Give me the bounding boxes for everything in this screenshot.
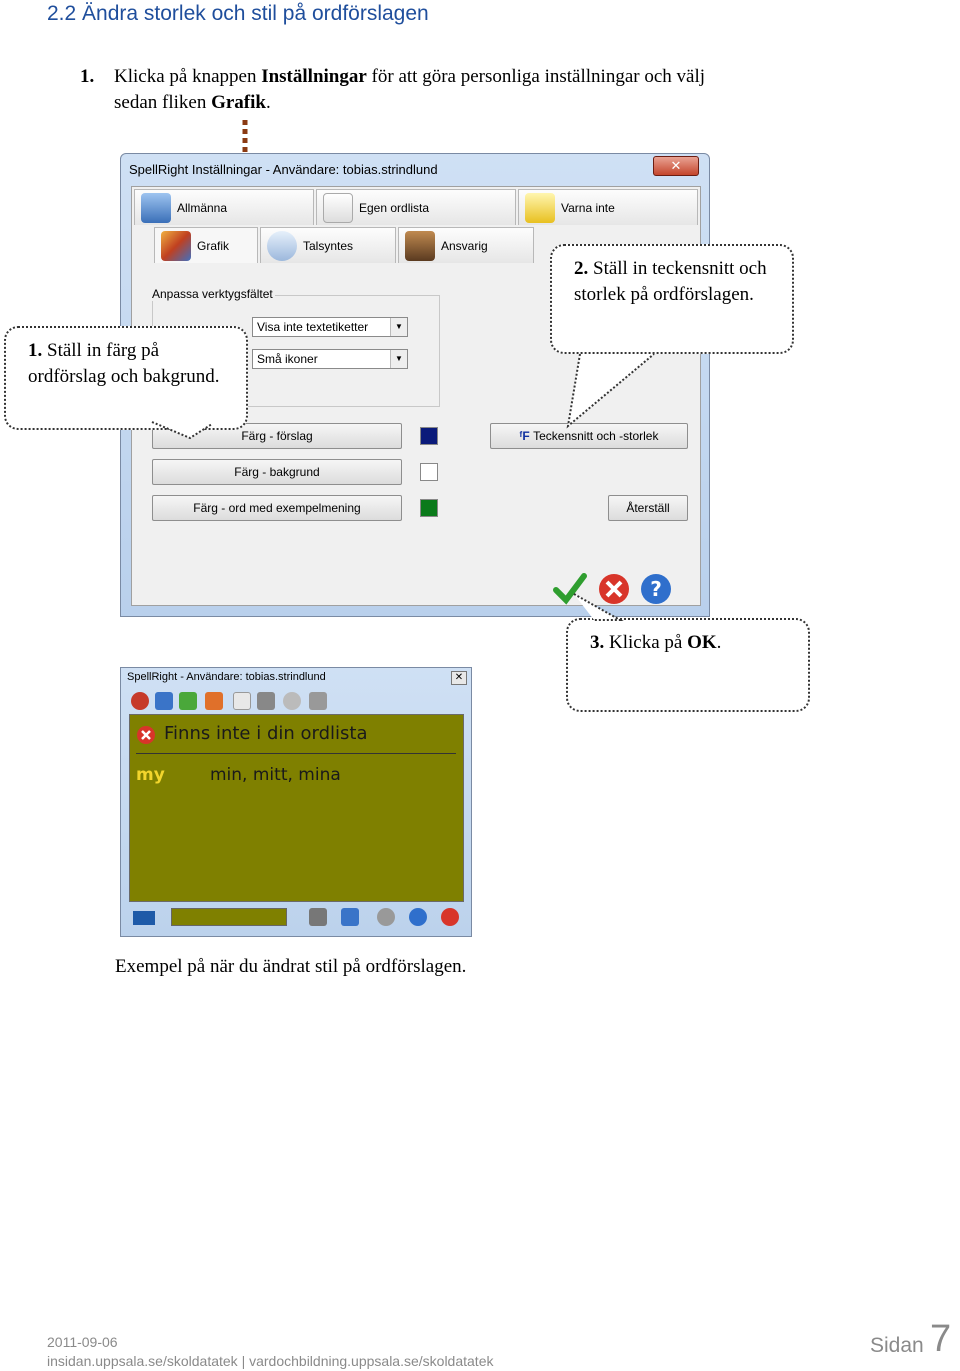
callout-number: 2. [574, 258, 589, 279]
page-number: 7 [930, 1318, 952, 1360]
document-check-icon [323, 192, 353, 223]
step-bold-settings: Inställningar [261, 66, 367, 87]
ignore-icon[interactable] [257, 692, 275, 710]
callout-pointer [151, 421, 213, 440]
step-text-end: . [265, 92, 271, 113]
tab-label: Ansvarig [441, 238, 488, 253]
error-icon [137, 726, 155, 744]
dialog-title: SpellRight Inställningar - Användare: to… [129, 162, 438, 177]
clipboard-icon [141, 192, 171, 223]
step-bold-grafik: Grafik [211, 92, 266, 113]
close-button[interactable]: ✕ [451, 671, 467, 685]
chevron-down-icon: ▼ [390, 318, 407, 336]
icon-size-dropdown[interactable]: Små ikoner ▼ [252, 349, 408, 369]
text-labels-dropdown[interactable]: Visa inte textetiketter ▼ [252, 317, 408, 337]
help-question-icon[interactable]: ? [639, 572, 673, 606]
step-text-pre: Klicka på knappen [114, 66, 262, 87]
step-text-line2: sedan fliken [114, 92, 212, 113]
callout-step-1: 1. Ställ in färg på ordförslag och bakgr… [4, 326, 248, 430]
callout-text: Ställ in teckensnitt och storlek på ordf… [574, 258, 767, 305]
font-size-button[interactable]: ᶠF Teckensnitt och -storlek [490, 423, 688, 449]
arrow-right-icon[interactable] [179, 692, 197, 710]
suggestion-list[interactable]: min, mitt, mina [210, 765, 341, 785]
callout-text-post: . [716, 632, 722, 653]
instruction-step-1: 1. Klicka på knappen Inställningar för at… [80, 64, 880, 116]
swedish-flag-icon[interactable] [133, 911, 155, 925]
callout-text-pre: Klicka på [609, 632, 688, 653]
group-label: Anpassa verktygsfältet [150, 287, 275, 301]
tab-label: Varna inte [561, 200, 615, 215]
callout-bold-ok: OK [687, 632, 717, 653]
close-button[interactable]: ✕ [653, 156, 699, 176]
tab-label: Allmänna [177, 200, 228, 215]
background-color-swatch[interactable] [420, 463, 438, 481]
tab-grafik[interactable]: Grafik [154, 227, 258, 263]
arrow-left-icon[interactable] [205, 692, 223, 710]
section-heading: 2.2 Ändra storlek och stil på ordförslag… [47, 2, 429, 25]
help-icon[interactable] [409, 908, 427, 926]
gear-icon[interactable] [377, 908, 395, 926]
svg-text:?: ? [650, 577, 662, 601]
button-label: Teckensnitt och -storlek [533, 429, 659, 443]
close-icon[interactable] [441, 908, 459, 926]
tab-label: Grafik [197, 238, 230, 253]
misspelled-word[interactable]: my [136, 765, 165, 785]
tab-egen-ordlista[interactable]: Egen ordlista [316, 189, 516, 225]
callout-step-3: 3. Klicka på OK. [566, 618, 810, 712]
tab-ansvarig[interactable]: Ansvarig [398, 227, 534, 263]
color-background-button[interactable]: Färg - bakgrund [152, 459, 402, 485]
speech-bubble-icon[interactable] [283, 692, 301, 710]
figure-caption: Exempel på när du ändrat stil på ordförs… [115, 956, 467, 977]
pane-header: Finns inte i din ordlista [164, 723, 368, 744]
window-title: SpellRight - Användare: tobias.strindlun… [127, 671, 326, 683]
book-icon[interactable] [341, 908, 359, 926]
arrow-down-icon[interactable] [155, 692, 173, 710]
ok-check-icon[interactable] [553, 572, 587, 606]
cancel-x-icon[interactable] [597, 572, 631, 606]
tab-label: Egen ordlista [359, 200, 430, 215]
color-example-button[interactable]: Färg - ord med exempelmening [152, 495, 402, 521]
warning-document-icon [525, 192, 555, 223]
font-icon: ᶠF [519, 429, 534, 443]
spellright-window: SpellRight - Användare: tobias.strindlun… [120, 667, 472, 937]
example-color-swatch[interactable] [420, 499, 438, 517]
divider [136, 753, 456, 754]
tab-talsyntes[interactable]: Talsyntes [260, 227, 396, 263]
tab-varna-inte[interactable]: Varna inte [518, 189, 698, 225]
reset-button[interactable]: Återställ [608, 495, 688, 521]
footer-date: 2011-09-06 [47, 1334, 118, 1350]
suggestion-color-swatch[interactable] [420, 427, 438, 445]
speech-bubble-icon [267, 230, 297, 261]
callout-number: 3. [590, 632, 605, 653]
callout-step-2: 2. Ställ in teckensnitt och storlek på o… [550, 244, 794, 354]
footer-links: insidan.uppsala.se/skoldatatek | vardoch… [47, 1353, 494, 1369]
step-text-mid: för att göra personliga inställningar oc… [366, 66, 706, 87]
dropdown-value: Små ikoner [257, 352, 318, 366]
add-word-icon[interactable] [233, 692, 251, 710]
teacher-icon [405, 230, 435, 261]
info-icon[interactable] [309, 692, 327, 710]
suggestion-pane: Finns inte i din ordlista my min, mitt, … [129, 714, 464, 902]
tab-label: Talsyntes [303, 238, 354, 253]
callout-pointer [566, 353, 655, 429]
page-label: Sidan [870, 1334, 924, 1357]
callout-number: 1. [28, 340, 43, 361]
speak-icon[interactable] [131, 692, 149, 710]
paint-palette-icon [161, 230, 191, 261]
callout-pointer [573, 593, 624, 621]
step-number: 1. [80, 66, 95, 87]
input-field[interactable] [171, 908, 287, 926]
callout-text: Ställ in färg på ordförslag och bakgrund… [28, 340, 220, 387]
tab-allmanna[interactable]: Allmänna [134, 189, 314, 225]
abc-icon[interactable] [309, 908, 327, 926]
chevron-down-icon: ▼ [390, 350, 407, 368]
dropdown-value: Visa inte textetiketter [257, 320, 369, 334]
